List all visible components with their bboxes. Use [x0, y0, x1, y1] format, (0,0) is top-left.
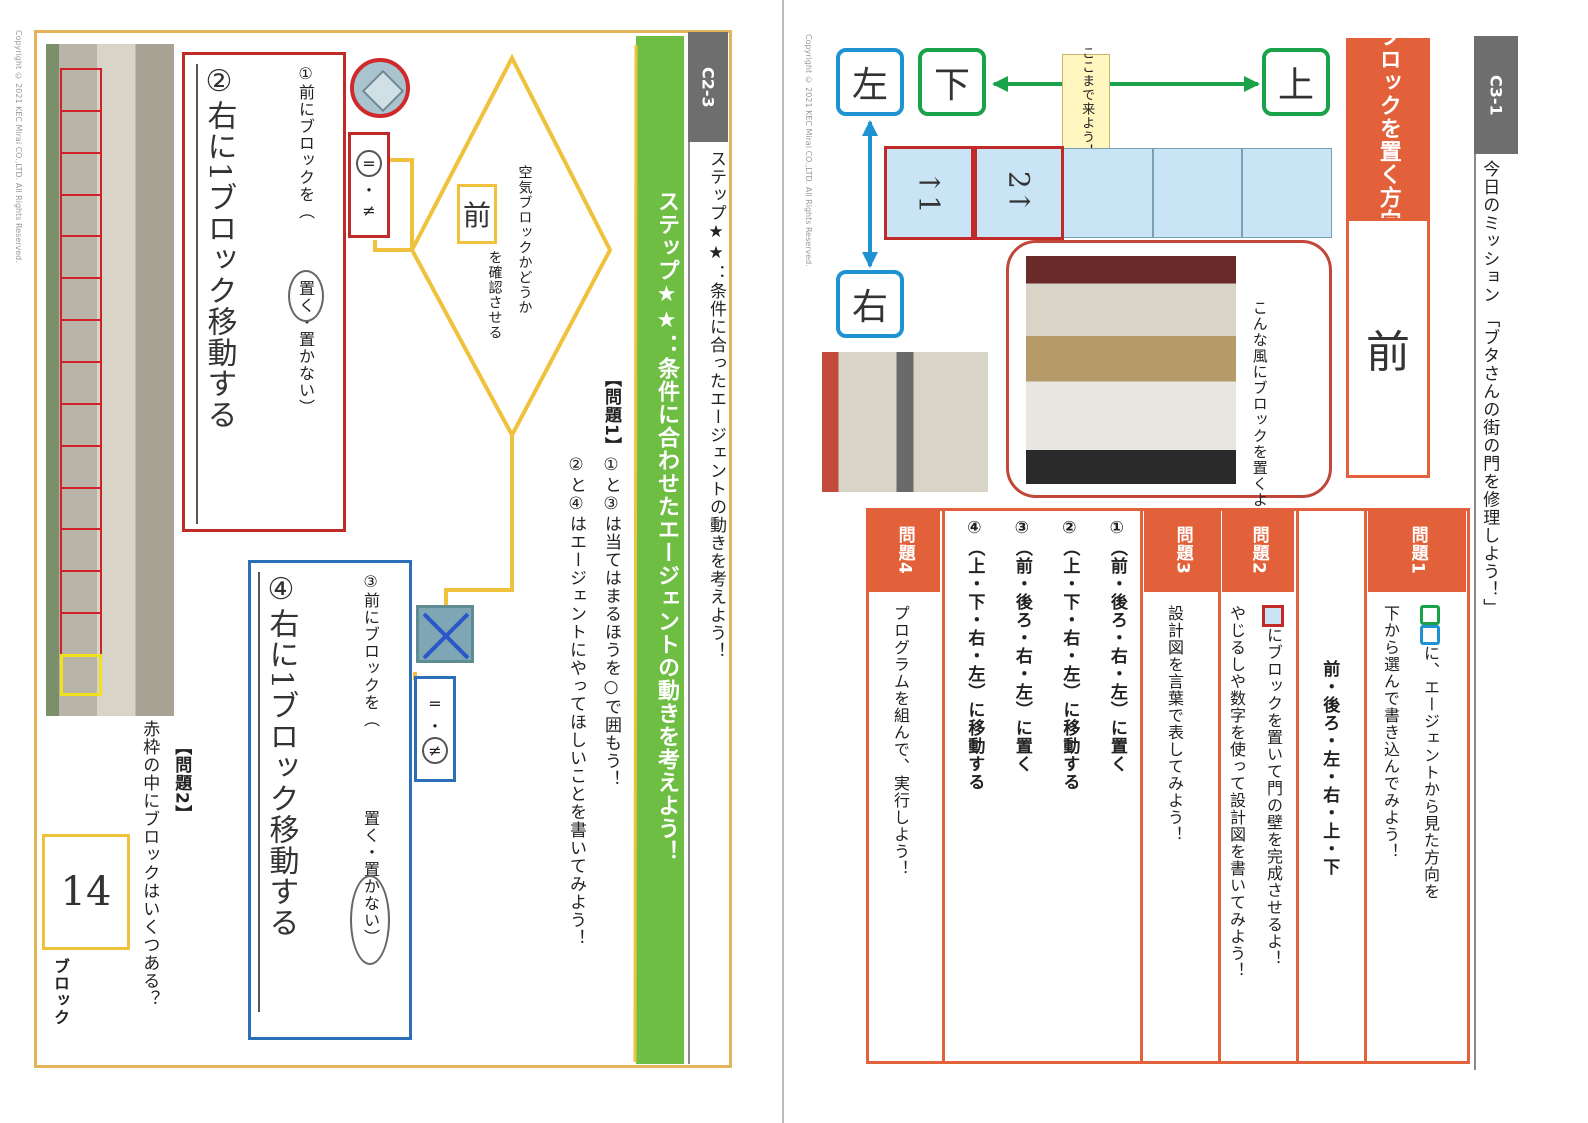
no-place-option[interactable]: 置かない — [296, 331, 315, 399]
equal-choice[interactable]: = — [428, 694, 442, 713]
q3-steps: ①（前・後ろ・右・左）に置く ②（上・下・右・左）に移動する ③（前・後ろ・右・… — [950, 518, 1140, 1058]
example-screenshot — [1026, 256, 1236, 484]
false-branch-box — [248, 560, 412, 1040]
q3-instruction: 設計図を言葉で表してみよう！ — [1165, 605, 1184, 843]
block-absent-icon — [416, 605, 474, 663]
table-divider — [1140, 508, 1143, 1064]
left-sheet-frame — [34, 30, 732, 1068]
left-banner-title: ステップ★★：条件に合わせたエージェントの動きを考えよう！ — [654, 190, 679, 863]
red-block-grid — [60, 68, 102, 657]
q2-answer[interactable]: 14 — [42, 834, 130, 950]
wall-blueprint — [884, 148, 1332, 238]
direction-up-box[interactable]: 上 — [1262, 48, 1330, 116]
diamond-label-2: を確認させる — [486, 250, 503, 340]
direction-right-box[interactable]: 右 — [836, 270, 904, 338]
red-square-icon — [1262, 605, 1284, 627]
q1-options: 前・後ろ・左・右・上・下 — [1319, 660, 1340, 876]
item2-label: ② — [201, 64, 237, 100]
not-equal-choice[interactable]: ≠ — [362, 201, 376, 220]
mission-title: 今日のミッション 「ブタさんの街の門を修理しよう！」 — [1479, 160, 1500, 617]
table-divider — [1296, 508, 1299, 1064]
q2-tab: 問題2 — [1222, 508, 1294, 592]
true-branch-box — [182, 52, 346, 532]
left-copyright: Copyright © 2021 KEC Mirai CO.,LTD. All … — [14, 30, 23, 263]
answer-underline — [196, 64, 198, 524]
direction-answer[interactable]: 前 — [1346, 218, 1430, 478]
item2-answer[interactable]: ②右に1ブロック移動する — [200, 64, 238, 430]
condition-false-choice[interactable]: = ・ ≠ — [414, 676, 456, 782]
diamond-label-1: 空気ブロックかどうか — [516, 165, 533, 315]
q2-unit: ブロック — [51, 958, 70, 1026]
diamond-answer[interactable]: 前 — [457, 184, 497, 244]
flowchart-diamond — [409, 53, 613, 450]
game-screenshot — [46, 44, 174, 716]
q2-heading: 【問題2】 — [171, 738, 192, 823]
direction-heading: ブロックを置く方向 — [1346, 25, 1430, 232]
option-close: ） — [296, 399, 315, 416]
choice-separator: ・ — [360, 181, 377, 200]
q1-heading: 【問題1】 — [601, 370, 621, 455]
q2-line-2: やじるしや数字を使って設計図を書いてみよう！ — [1227, 605, 1246, 979]
q2-question: 赤枠の中にブロックはいくつある？ — [139, 720, 160, 1008]
item2-text[interactable]: 右に1ブロック移動する — [201, 100, 237, 431]
item4-label: ④ — [263, 572, 299, 608]
q3-step[interactable]: ③（前・後ろ・右・左）に置く — [1011, 518, 1032, 773]
left-sheet-code: C2-3 — [688, 32, 728, 142]
right-sheet-code: C3-1 — [1474, 36, 1518, 154]
direction-left-box[interactable]: 左 — [836, 48, 904, 116]
item4-text[interactable]: 右に1ブロック移動する — [263, 608, 299, 939]
q2-line-1: にブロックを置いて門の壁を完成させるよ！ — [1262, 605, 1284, 967]
q4-instruction: プログラムを組んで、実行しよう！ — [891, 605, 910, 877]
left-subtitle: ステップ★★：条件に合ったエージェントの動きを考えよう！ — [706, 150, 726, 660]
q1-instruction-1: ①と③は当てはまるほうを○で囲もう！ — [601, 455, 621, 788]
item4-answer[interactable]: ④右に1ブロック移動する — [262, 572, 300, 938]
place-option[interactable]: 置く — [361, 810, 380, 844]
selected-circle — [350, 875, 390, 965]
option-separator: ・ — [361, 844, 380, 861]
item1-prompt: ①前にブロックを（ — [296, 64, 315, 220]
not-equal-choice[interactable]: ≠ — [422, 737, 448, 764]
direction-down-box[interactable]: 下 — [918, 48, 986, 116]
q1-instruction-2: ②と④はエージェントにやってほしいことを書いてみよう！ — [566, 455, 586, 947]
q4-tab: 問題4 — [868, 508, 940, 592]
condition-true-choice[interactable]: = ・ ≠ — [348, 132, 390, 238]
q1-line-1: に、エージェントから見た方向を — [1420, 605, 1440, 900]
blueprint-cell-1[interactable]: ↑1 — [884, 146, 974, 240]
q3-step[interactable]: ①（前・後ろ・右・左）に置く — [1106, 518, 1127, 773]
q3-step[interactable]: ④（上・下・右・左）に移動する — [964, 518, 985, 791]
table-divider — [1364, 508, 1367, 1064]
green-square-icon — [1420, 605, 1440, 625]
sheet-divider — [782, 0, 784, 1123]
left-header-rule — [688, 142, 728, 1064]
goal-bubble: ここまで来よう！ — [1062, 46, 1110, 158]
agent-marker — [60, 654, 102, 696]
q3-tab: 問題3 — [1144, 508, 1220, 592]
game-screenshot-right — [822, 352, 988, 492]
answer-underline — [258, 572, 260, 1012]
table-divider — [942, 508, 945, 1064]
item3-prompt: ③前にブロックを（ — [361, 572, 380, 728]
blueprint-cell-2[interactable]: 2↑ — [974, 146, 1064, 240]
equal-choice[interactable]: = — [356, 150, 382, 177]
callout-text: こんな風にブロックを置くよ！ — [1250, 300, 1269, 524]
table-divider — [1218, 508, 1221, 1064]
block-present-icon — [350, 58, 410, 118]
left-green-banner — [636, 36, 684, 1064]
q1-tab: 問題1 — [1368, 508, 1466, 592]
q3-step[interactable]: ②（上・下・右・左）に移動する — [1059, 518, 1080, 791]
q1-line-2: 下から選んで書き込んでみよう！ — [1381, 605, 1400, 860]
right-header-rule — [1474, 154, 1518, 1070]
right-copyright: Copyright © 2021 KEC Mirai CO.,LTD. All … — [804, 34, 813, 267]
choice-separator: ・ — [426, 717, 443, 736]
blue-square-icon — [1420, 625, 1440, 645]
selected-circle — [288, 270, 324, 322]
